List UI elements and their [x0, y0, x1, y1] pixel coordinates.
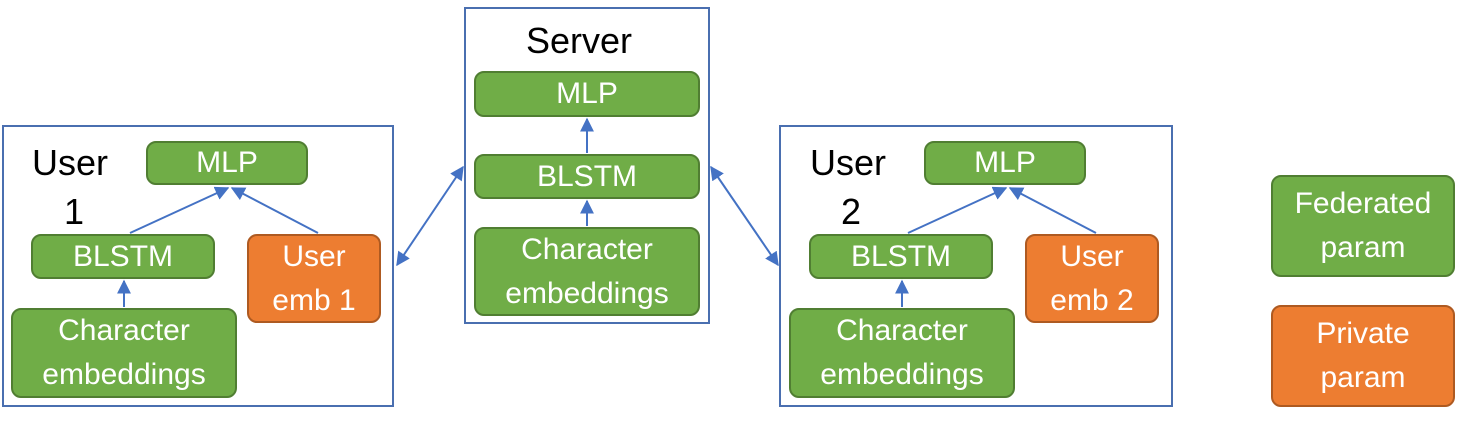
- server-blstm: BLSTM: [474, 154, 700, 199]
- user1-title-line1: User: [32, 142, 109, 183]
- user2-character-embeddings: Character embeddings: [789, 308, 1015, 398]
- user2-mlp: MLP: [924, 141, 1086, 185]
- user1-title-line2: 1: [64, 191, 85, 232]
- user1-emb-to-mlp-arrow: [230, 187, 319, 234]
- user1-blstm-to-mlp-arrow: [129, 186, 230, 234]
- user2-user-emb: User emb 2: [1025, 234, 1159, 323]
- server-character-embeddings: Character embeddings: [474, 227, 700, 316]
- legend-private-param: Private param: [1271, 305, 1455, 407]
- server-mlp: MLP: [474, 71, 700, 117]
- user1-user-emb: User emb 1: [247, 234, 381, 323]
- server-user2-sync-arrow: [710, 165, 779, 267]
- user2-title-line2: 2: [841, 191, 862, 232]
- user1-server-sync-arrow: [396, 165, 464, 267]
- user2-blstm: BLSTM: [809, 234, 993, 279]
- user1-character-embeddings: Character embeddings: [11, 308, 237, 398]
- user1-mlp: MLP: [146, 141, 308, 185]
- user2-blstm-to-mlp-arrow: [907, 186, 1008, 234]
- server-title: Server: [526, 20, 633, 61]
- user2-title-line1: User: [810, 142, 887, 183]
- user1-blstm: BLSTM: [31, 234, 215, 279]
- legend-federated-param: Federated param: [1271, 175, 1455, 277]
- user2-emb-to-mlp-arrow: [1008, 187, 1097, 234]
